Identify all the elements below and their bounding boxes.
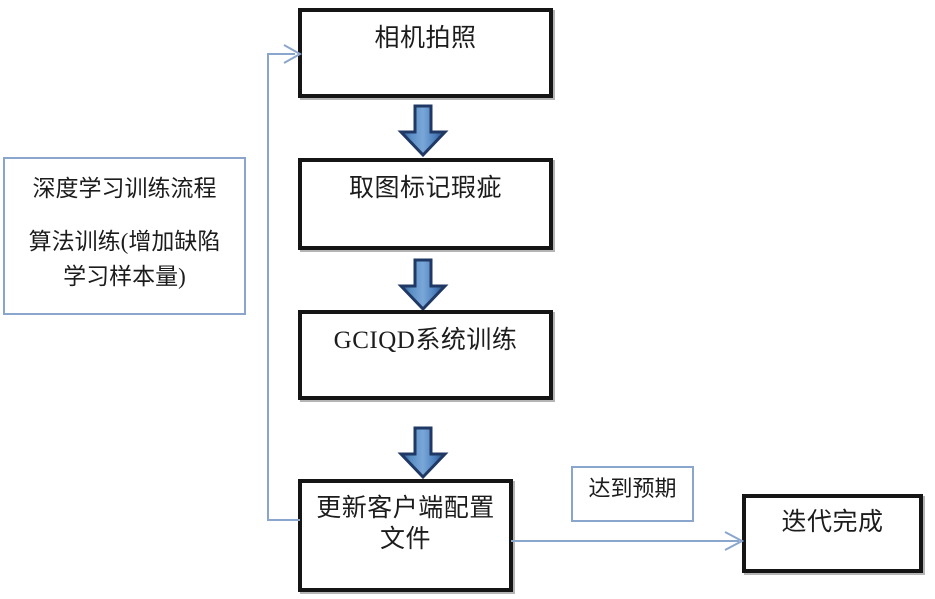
node-done[interactable]: 迭代完成	[742, 494, 923, 573]
node-train-label: GCIQD系统训练	[333, 327, 518, 354]
node-train[interactable]: GCIQD系统训练	[298, 310, 553, 400]
node-done-label: 迭代完成	[781, 509, 884, 536]
feedback-line-bottom	[267, 519, 300, 521]
feedback-arrow-into-capture	[267, 44, 303, 64]
node-capture[interactable]: 相机拍照	[298, 8, 553, 98]
side-note-line-3: 学习样本量)	[63, 264, 186, 289]
node-annotate[interactable]: 取图标记瑕疵	[298, 158, 553, 250]
edge-label-expected-text: 达到预期	[588, 476, 677, 501]
edge-update-to-done	[511, 531, 745, 551]
side-note-box: 深度学习训练流程 算法训练(增加缺陷 学习样本量)	[3, 157, 246, 315]
feedback-line-vertical	[267, 53, 269, 521]
node-update[interactable]: 更新客户端配置 文件	[298, 479, 513, 592]
side-note-line-1: 深度学习训练流程	[32, 176, 217, 201]
block-arrow-down-2	[397, 258, 449, 312]
node-annotate-label: 取图标记瑕疵	[348, 175, 502, 202]
side-note-line-2: 算法训练(增加缺陷	[28, 229, 221, 254]
block-arrow-down-1	[397, 104, 449, 158]
node-update-label: 更新客户端配置 文件	[316, 495, 495, 553]
block-arrow-down-3	[397, 426, 449, 480]
node-capture-label: 相机拍照	[374, 25, 477, 52]
edge-label-expected: 达到预期	[571, 466, 694, 522]
